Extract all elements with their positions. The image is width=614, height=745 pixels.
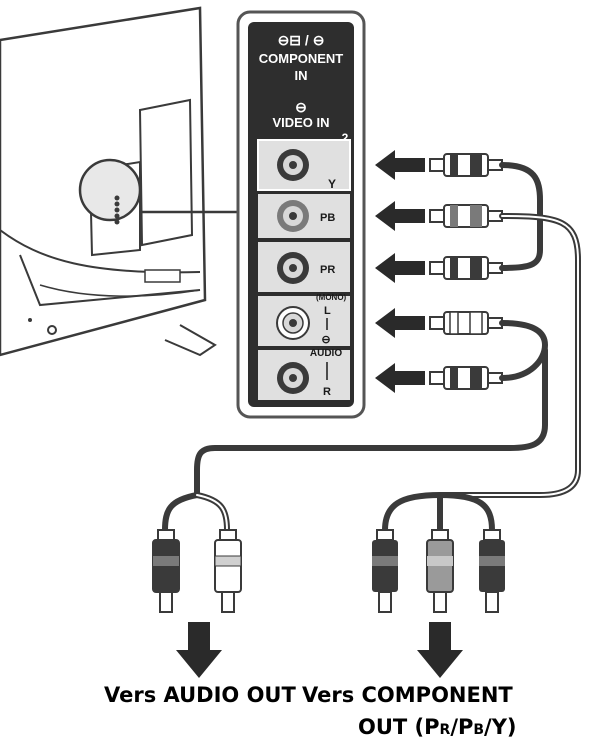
plug-y	[429, 153, 503, 177]
jack-audio-r	[277, 362, 309, 394]
component-in-icon: ⊖⊟ / ⊖	[278, 32, 325, 48]
jack-pr-label: PR	[320, 264, 335, 276]
tv-illustration	[0, 6, 238, 357]
input-number: 2	[342, 131, 349, 145]
caption-component-out-line1: Vers COMPONENT	[302, 683, 513, 707]
arrow-down-icon	[417, 622, 463, 678]
jack-pb	[277, 200, 309, 232]
jack-y-label: Y	[328, 177, 336, 191]
plug-out-audio-l	[214, 529, 242, 613]
audio-icon: ⊖	[321, 334, 330, 346]
caption-component-out-line2: OUT (PR/PB/Y)	[358, 715, 517, 739]
audio-label: AUDIO	[310, 348, 342, 359]
jack-r-label: R	[323, 386, 331, 398]
component-in-label-in: IN	[295, 68, 308, 83]
rca-plugs-upper	[429, 153, 503, 390]
cables	[162, 162, 581, 533]
jack-pr	[277, 252, 309, 284]
jack-audio-l	[276, 306, 310, 340]
jack-y	[277, 149, 309, 181]
arrow-left-icon	[375, 150, 425, 180]
jack-l-label: L	[324, 305, 331, 317]
rca-plugs-lower	[152, 529, 505, 613]
arrow-down-icon	[176, 622, 222, 678]
video-in-label: VIDEO IN	[272, 115, 329, 130]
plug-audio-r	[429, 366, 503, 390]
plug-out-audio-r	[152, 529, 180, 613]
mono-label: (MONO)	[316, 293, 347, 302]
arrow-left-icon	[375, 308, 425, 338]
plug-out-pb	[426, 529, 454, 613]
connector-panel: ⊖⊟ / ⊖ COMPONENT IN ⊖ VIDEO IN 2 Y PB	[236, 10, 366, 419]
plug-audio-l	[429, 311, 503, 335]
insertion-arrows	[375, 150, 425, 393]
arrow-left-icon	[375, 201, 425, 231]
component-in-label: COMPONENT	[259, 51, 344, 66]
plug-pb	[429, 204, 503, 228]
arrow-left-icon	[375, 253, 425, 283]
plug-out-y	[479, 529, 505, 613]
plug-pr	[429, 256, 503, 280]
video-in-icon: ⊖	[295, 99, 307, 115]
port-dots-icon	[114, 195, 120, 225]
jack-pb-label: PB	[320, 212, 335, 224]
caption-audio-out: Vers AUDIO OUT	[104, 683, 296, 707]
magnifier-circle	[78, 158, 142, 222]
arrow-left-icon	[375, 363, 425, 393]
plug-out-pr	[372, 529, 398, 613]
